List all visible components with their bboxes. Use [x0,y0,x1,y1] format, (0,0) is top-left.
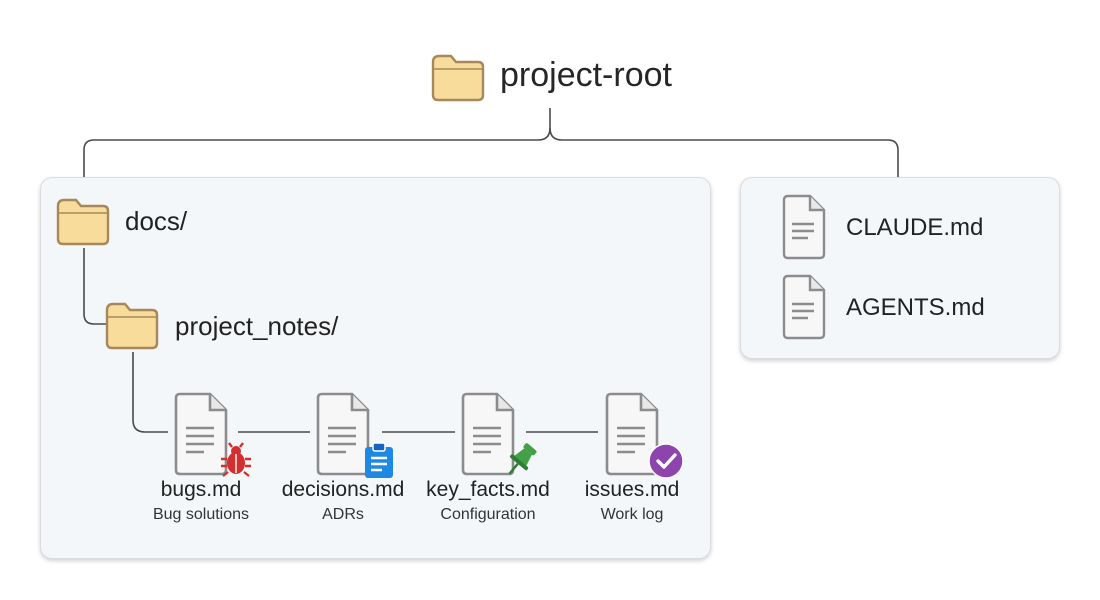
pushpin-icon [501,440,541,485]
file-icon [443,388,537,478]
file-icon[interactable] [768,192,838,262]
project-notes-folder-icon[interactable] [104,300,160,350]
file-decisions[interactable]: decisions.md ADRs [273,388,413,524]
file-bugs[interactable]: bugs.md Bug solutions [131,388,271,524]
docs-folder-icon[interactable] [55,196,111,246]
docs-to-notes-line [83,248,106,325]
bug-icon [218,442,254,483]
file-icon [587,388,684,479]
file-icon[interactable] [768,272,838,342]
clipboard-icon [362,442,396,485]
file-description: Configuration [440,506,536,523]
file-key-facts[interactable]: key_facts.md Configuration [418,388,558,524]
file-name: key_facts.md [426,478,550,501]
file-icon [298,388,393,478]
root-stem [83,108,551,178]
file-name: bugs.md [160,478,242,501]
project-notes-folder-label: project_notes/ [175,311,339,341]
docs-folder-label: docs/ [125,206,188,236]
file-name: decisions.md [281,478,405,501]
root-folder-label: project-root [500,56,672,94]
file-issues[interactable]: issues.md Work log [562,388,702,524]
root-right-branch [549,127,899,178]
file-description: Work log [600,506,664,523]
file-icon [156,388,251,478]
file-description: Bug solutions [152,506,250,523]
docs-panel [40,177,711,559]
notes-to-files-line [132,352,168,433]
agents-md-label[interactable]: AGENTS.md [846,294,985,321]
file-name: issues.md [584,478,680,501]
file-description: ADRs [322,506,364,523]
check-circle-icon [647,442,685,485]
claude-md-label[interactable]: CLAUDE.md [846,214,984,241]
root-folder-icon [430,52,486,102]
